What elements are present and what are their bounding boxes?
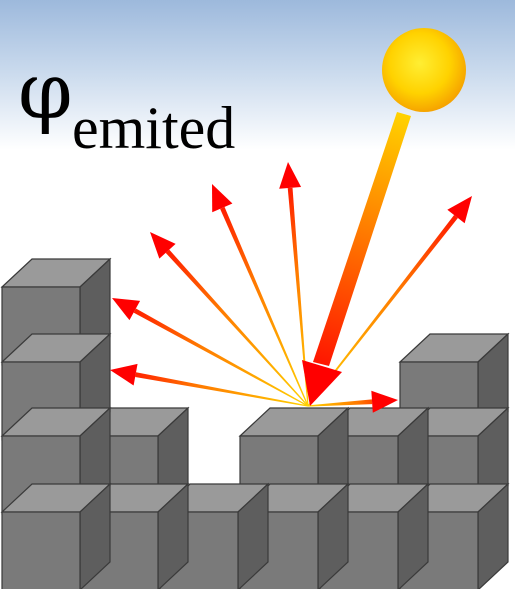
emitted-ray-arrow: [110, 363, 309, 407]
block-cube: [0, 482, 112, 589]
emitted-ray-arrow: [112, 298, 309, 407]
emitted-ray-arrow: [150, 232, 309, 407]
sun-icon: [382, 28, 466, 112]
subscript-emited: emited: [72, 95, 235, 161]
incoming-ray-arrow: [302, 112, 411, 406]
phi-symbol: φ: [18, 47, 73, 137]
emitted-ray-arrow: [307, 196, 472, 407]
emitted-ray-arrow: [212, 184, 309, 407]
block-wall: [0, 257, 510, 589]
emitted-rays: [110, 162, 472, 413]
emitted-ray-arrow: [279, 162, 309, 407]
phi-emitted-label: φ emited: [18, 47, 235, 161]
emitted-ray-arrow: [307, 390, 398, 413]
